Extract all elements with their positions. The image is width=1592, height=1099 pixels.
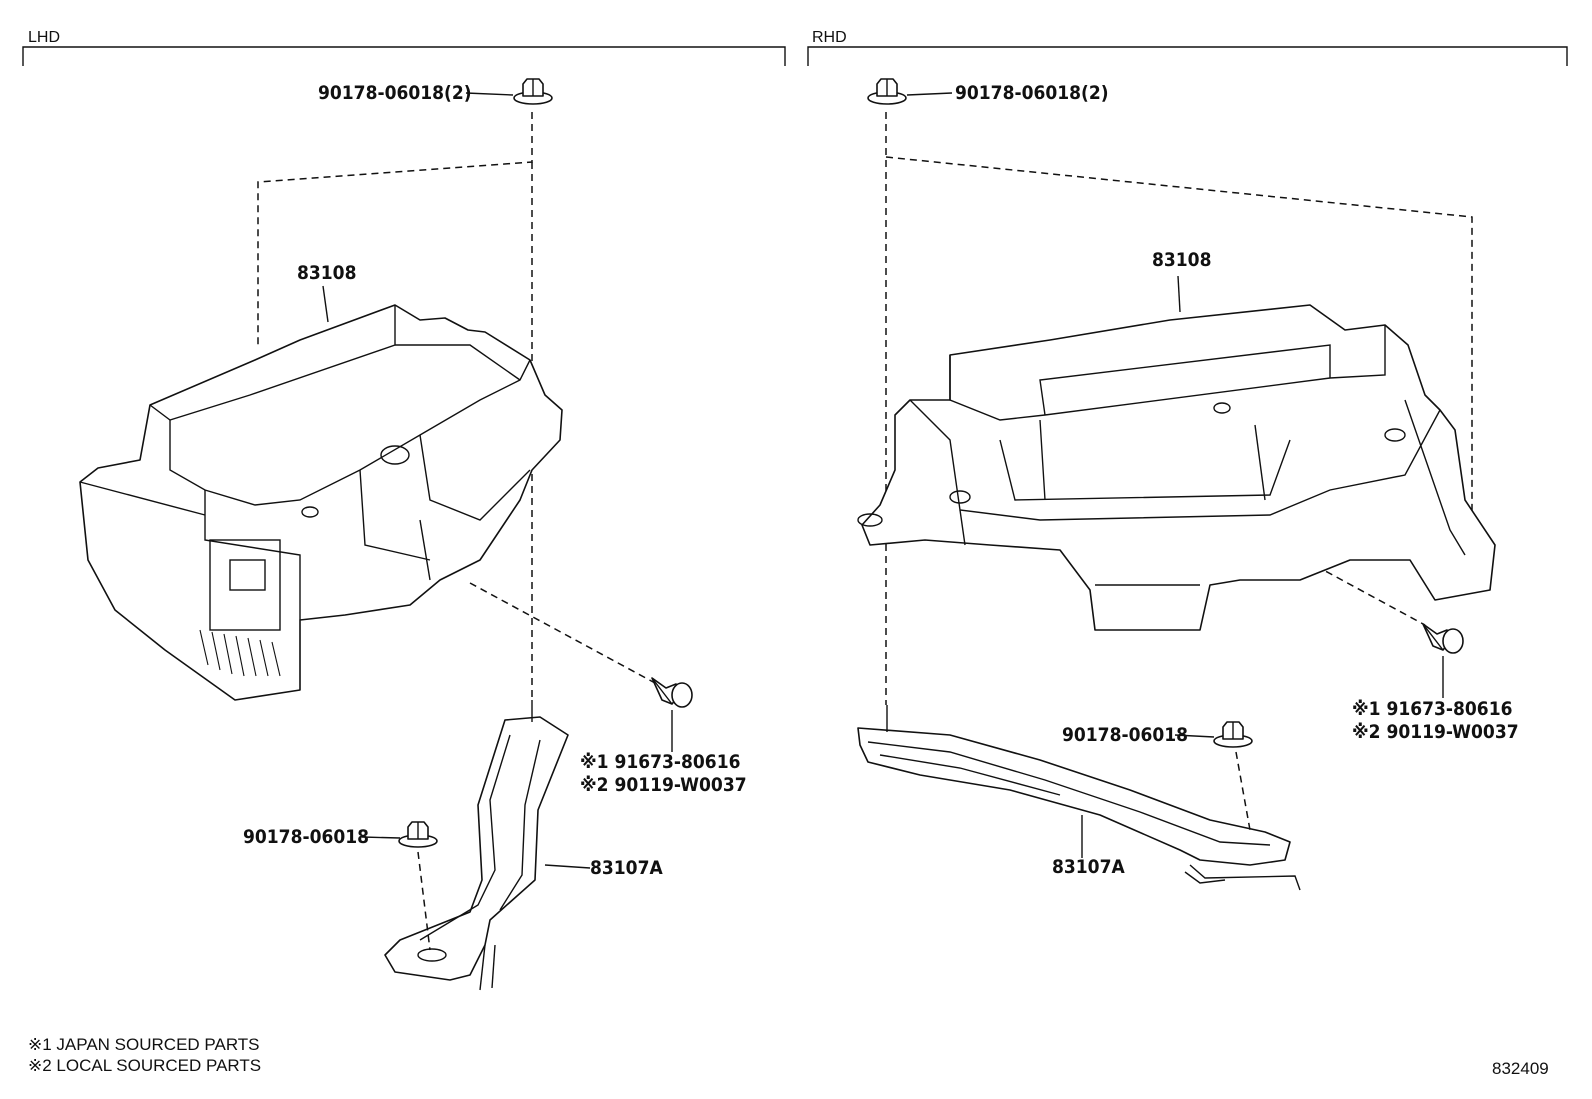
lhd-bolt-label-2: ※2 90119-W0037 (580, 774, 747, 796)
rhd-section-bracket (807, 46, 1568, 66)
rhd-top-nut-icon (867, 78, 907, 105)
lhd-section-header: LHD (22, 29, 786, 66)
footnote-japan-sourced: ※1 JAPAN SOURCED PARTS (28, 1035, 260, 1054)
rhd-bolt-label-2: ※2 90119-W0037 (1352, 721, 1519, 743)
lhd-bottom-nut-icon (398, 821, 438, 848)
lhd-bolt-dash-line (469, 582, 656, 684)
lhd-relay-box-83108 (79, 304, 563, 701)
diagram-number: 832409 (1492, 1059, 1549, 1078)
rhd-assembly: 90178-06018(2) 83108 (857, 78, 1519, 891)
lhd-assembly: 90178-06018(2) (79, 78, 747, 991)
lhd-box-label: 83108 (297, 262, 356, 284)
rhd-top-nut-label: 90178-06018(2) (955, 82, 1109, 104)
lhd-section-label: LHD (28, 29, 60, 46)
rhd-bottom-nut-label: 90178-06018 (1062, 724, 1188, 746)
rhd-bottom-nut-dash-line (1235, 751, 1251, 831)
footnote-local-sourced: ※2 LOCAL SOURCED PARTS (28, 1056, 261, 1075)
lhd-top-nut-leader (465, 92, 514, 96)
lhd-bottom-nut-label: 90178-06018 (243, 826, 369, 848)
rhd-box-dash-line (885, 156, 1473, 555)
rhd-box-label: 83108 (1152, 249, 1211, 271)
lhd-bracket-leader (544, 864, 591, 869)
rhd-bolt-label-1: ※1 91673-80616 (1352, 698, 1513, 720)
lhd-bolt-label-1: ※1 91673-80616 (580, 751, 741, 773)
rhd-bolt-icon (1422, 623, 1464, 654)
rhd-bottom-nut-icon (1213, 721, 1253, 748)
rhd-relay-box-83108 (857, 304, 1496, 631)
lhd-bottom-nut-leader (361, 836, 401, 839)
rhd-bolt-dash-line (1304, 559, 1426, 626)
lhd-bracket-83107a (384, 700, 569, 991)
lhd-top-nut-icon (513, 78, 553, 105)
rhd-section-header: RHD (807, 29, 1568, 66)
lhd-bracket-label: 83107A (590, 857, 663, 879)
rhd-bracket-label: 83107A (1052, 856, 1125, 878)
lhd-bolt-icon (651, 677, 693, 708)
lhd-box-dash-line (257, 112, 533, 345)
rhd-box-leader (1177, 275, 1181, 313)
rhd-bottom-nut-leader (1174, 734, 1215, 738)
lhd-section-bracket (22, 46, 786, 66)
rhd-section-label: RHD (812, 29, 847, 46)
lhd-top-nut-label: 90178-06018(2) (318, 82, 472, 104)
rhd-bracket-83107a (857, 705, 1301, 891)
lhd-box-leader (322, 285, 329, 323)
lhd-bottom-nut-dash-line (417, 851, 431, 951)
rhd-top-nut-leader (906, 92, 953, 96)
